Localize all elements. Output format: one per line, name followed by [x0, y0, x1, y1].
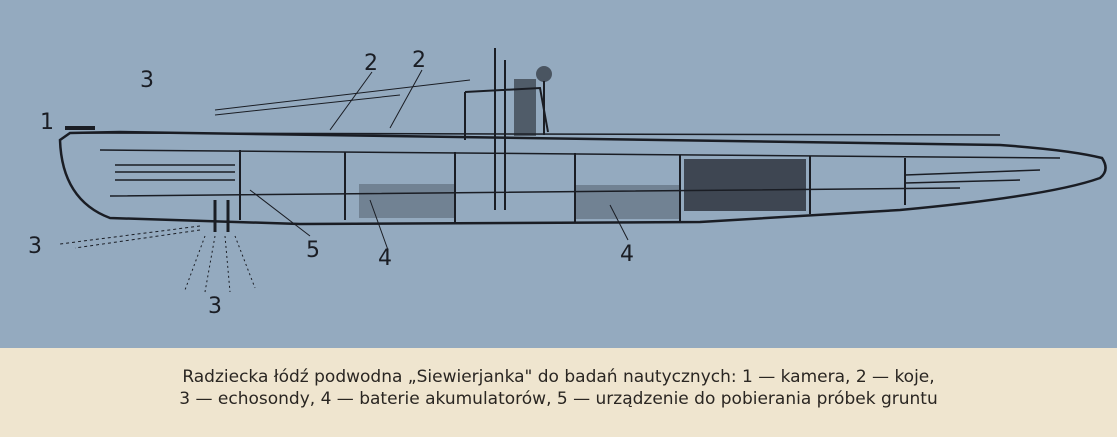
battery-block-b: [574, 185, 681, 219]
propeller-shaft: [904, 169, 1041, 184]
callout-5-sampler: 5: [306, 238, 320, 263]
caption-line-1: Radziecka łódź podwodna „Siewierjanka" d…: [182, 367, 935, 387]
sampler-tube: [213, 200, 230, 232]
figure-caption: Radziecka łódź podwodna „Siewierjanka" d…: [0, 366, 1117, 410]
engine-room: [684, 159, 806, 211]
pressure-hull: [99, 149, 1061, 197]
bulkheads: [239, 150, 906, 222]
callout-2-berth-b: 2: [412, 48, 426, 73]
sonar-beam-bottom: [184, 235, 256, 293]
callout-3-echo-bottom: 3: [208, 294, 222, 319]
callout-1-camera: 1: [40, 110, 54, 135]
sonar-beam-left: [59, 225, 201, 249]
hull-outline: [58, 130, 1107, 226]
submarine-cutaway-drawing: [58, 48, 1107, 293]
callout-3-echo-left: 3: [28, 234, 42, 259]
battery-block-a: [359, 184, 456, 218]
caption-line-2: 3 — echosondy, 4 — baterie akumulatorów,…: [179, 389, 938, 409]
callout-4-battery-b: 4: [620, 242, 634, 267]
conning-tower: [464, 48, 549, 210]
callout-2-berth-a: 2: [364, 51, 378, 76]
searchlight: [536, 66, 552, 82]
callout-3-echo-top: 3: [140, 68, 154, 93]
submarine-diagram: 1 2 2 3 3 3 4 4 5: [0, 0, 1117, 348]
periscope-housing: [514, 79, 536, 136]
bow-tubes: [115, 164, 235, 181]
sonar-beam-top: [214, 79, 471, 116]
callout-4-battery-a: 4: [378, 246, 392, 271]
leader-lines: [249, 69, 629, 251]
